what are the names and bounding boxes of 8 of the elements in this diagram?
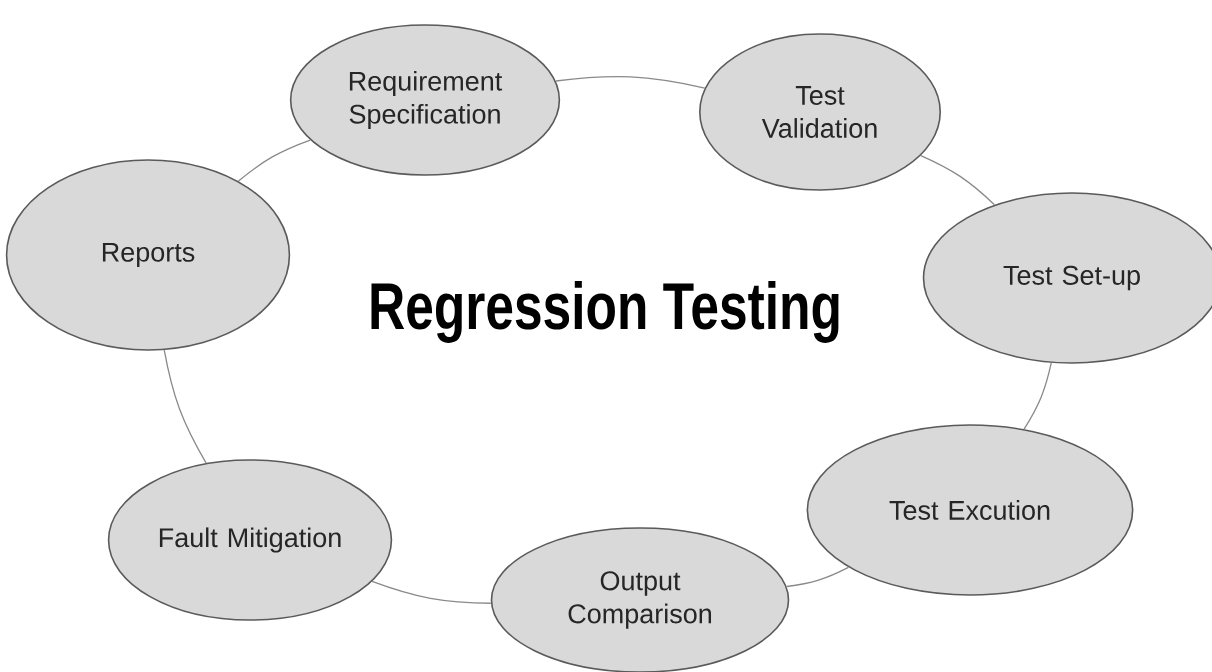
connector-line	[371, 580, 492, 604]
connector-line	[786, 566, 850, 588]
connector-line	[163, 349, 207, 464]
connector-line	[237, 139, 311, 182]
connector-line	[1023, 362, 1052, 430]
connector-line	[555, 75, 706, 89]
connector-line	[920, 154, 996, 206]
diagram-title: Regression Testing	[371, 281, 839, 343]
